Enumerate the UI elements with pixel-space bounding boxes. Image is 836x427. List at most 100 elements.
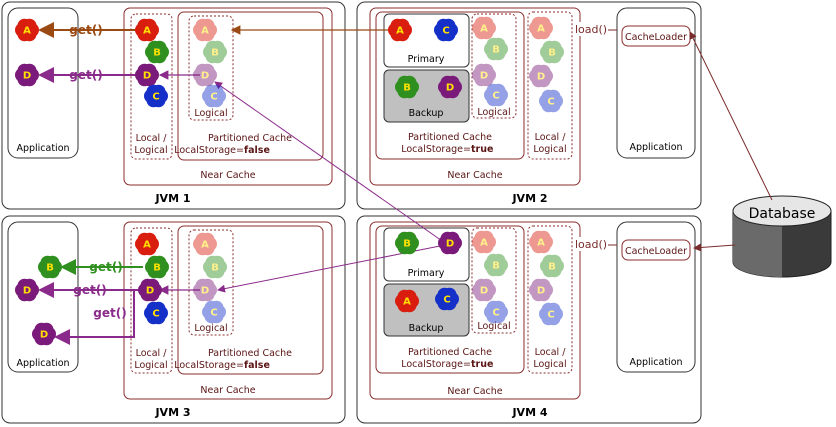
jvm4-local-entry-d-letter: D [537, 286, 545, 297]
jvm3-local-entry-b-letter: B [153, 263, 161, 274]
jvm-4-near-cache-box [369, 221, 581, 400]
jvm3-app-entry-d2: D [32, 322, 56, 346]
jvm1-logical-entry-d-letter: D [201, 71, 209, 82]
database-label: Database [749, 206, 816, 222]
jvm2-primary-entry-c: C [434, 18, 458, 42]
jvm2-backup-entry-d-letter: D [446, 83, 454, 94]
jvm4-primary-entry-d-letter: D [446, 239, 454, 250]
jvm4-logical-entry-d: D [472, 278, 496, 302]
jvm2-logical-entry-c-letter: C [492, 91, 499, 102]
jvm4-primary-entry-b-letter: B [403, 239, 411, 250]
jvm3-local-entry-d-letter: D [146, 286, 154, 297]
jvm3-local-entry-a: A [135, 232, 159, 256]
jvm1-local-entry-d: D [135, 63, 159, 87]
jvm-3-local-label-2: Logical [134, 360, 167, 371]
jvm4-backup-entry-a: A [395, 289, 419, 313]
jvm-3-local-label-1: Local / [136, 348, 168, 359]
jvm-1-local-box [130, 13, 173, 160]
jvm-2-partitioned-label-2: LocalStorage= [401, 144, 471, 155]
jvm4-logical-entry-c: C [484, 300, 508, 324]
jvm-3-partitioned-flag: false [244, 360, 270, 371]
jvm3-app-entry-b-letter: B [46, 263, 54, 274]
jvm-3-logical-label: Logical [194, 323, 227, 334]
jvm3-logical-entry-b: B [203, 255, 227, 279]
jvm3-logical-entry-b-letter: B [211, 263, 219, 274]
jvm-1-application-label: Application [16, 143, 69, 154]
jvm4-local-entry-a-letter: A [537, 238, 545, 249]
jvm-4-partitioned-box [375, 225, 525, 374]
jvm3-get-label-d: get() [73, 283, 106, 297]
jvm-4-local-box [527, 225, 573, 374]
jvm4-backup-entry-c-letter: C [443, 295, 450, 306]
jvm-3: JVM 3 Application Near Cache Local / Log… [1, 215, 346, 424]
jvm-2-near-cache-label: Near Cache [447, 170, 502, 181]
jvm-3-local-box [130, 227, 173, 374]
jvm2-local-entry-b-letter: B [548, 48, 556, 59]
jvm4-local-entry-d: D [529, 278, 553, 302]
jvm3-logical-entry-a-letter: A [201, 240, 209, 251]
jvm4-logical-entry-a-letter: A [480, 238, 488, 249]
jvm-4-logical-box [471, 227, 517, 334]
jvm2-logical-entry-b: B [484, 37, 508, 61]
database-cylinder: Database [732, 195, 832, 278]
jvm-4-partitioned-flag: true [471, 359, 493, 370]
jvm1-app-entry-a: A [15, 18, 39, 42]
jvm3-local-entry-b: B [145, 255, 169, 279]
jvm-4: JVM 4 Near Cache Primary Backup Logical … [356, 215, 702, 424]
jvm4-local-entry-a: A [529, 230, 553, 254]
jvm-1-near-cache-box [123, 7, 333, 186]
jvm1-logical-entry-b-letter: B [211, 48, 219, 59]
jvm1-local-entry-c-letter: C [152, 92, 159, 103]
jvm3-logical-entry-d: D [193, 278, 217, 302]
jvm4-local-entry-c: C [539, 302, 563, 326]
jvm1-logical-entry-a: A [193, 18, 217, 42]
jvm4-local-entry-c-letter: C [547, 310, 554, 321]
jvm-2-near-cache-box [369, 7, 581, 186]
jvm3-local-entry-d: D [138, 278, 162, 302]
jvm2-local-entry-d-letter: D [537, 72, 545, 83]
jvm4-backup-entry-c: C [435, 287, 459, 311]
jvm1-logical-entry-c-letter: C [210, 92, 217, 103]
jvm4-primary-entry-b: B [395, 231, 419, 255]
jvm-1-local-label-1: Local / [136, 133, 168, 144]
jvm1-app-entry-d: D [15, 63, 39, 87]
jvm-3-partitioned-label-2: LocalStorage= [174, 360, 244, 371]
jvm-3-partitioned-label-1: Partitioned Cache [208, 348, 292, 359]
jvm2-local-entry-b: B [540, 40, 564, 64]
jvm2-logical-entry-b-letter: B [492, 45, 500, 56]
jvm2-local-entry-c-letter: C [547, 97, 554, 108]
jvm-4-partitioned-label-1: Partitioned Cache [408, 347, 492, 358]
jvm-4-primary-label: Primary [408, 268, 445, 279]
jvm2-primary-entry-a: A [388, 18, 412, 42]
db-to-jvm4-loader [693, 243, 736, 252]
jvm-4-backup-label: Backup [409, 323, 444, 334]
jvm2-logical-entry-a: A [472, 16, 496, 40]
jvm-1-local-label-2: Logical [134, 145, 167, 156]
jvm4-local-entry-b: B [540, 254, 564, 278]
jvm1-local-entry-b: B [145, 40, 169, 64]
jvm1-local-entry-a-letter: A [143, 26, 151, 37]
jvm-1-partitioned-flag: false [244, 145, 270, 156]
jvm-3-application-label: Application [16, 358, 69, 369]
jvm-4-local-label-1: Local / [535, 347, 567, 358]
jvm1-logical-entry-d: D [193, 63, 217, 87]
jvm-1-near-cache-label: Near Cache [200, 170, 255, 181]
jvm3-logical-entry-c-letter: C [210, 308, 217, 319]
jvm-4-cacheloader-box [621, 239, 691, 261]
jvm3-logical-entry-a: A [193, 232, 217, 256]
jvm2-backup-entry-d: D [438, 75, 462, 99]
jvm-3-near-cache-label: Near Cache [200, 385, 255, 396]
jvm-4-application-label: Application [629, 357, 682, 368]
jvm1-app-entry-a-letter: A [23, 26, 31, 37]
jvm2-local-entry-a-letter: A [537, 24, 545, 35]
jvm-2-cacheloader-label: CacheLoader [625, 32, 687, 43]
jvm-1-partitioned-label-2: LocalStorage= [174, 145, 244, 156]
jvm-2-logical-box [471, 13, 517, 119]
jvm-1-title: JVM 1 [154, 192, 190, 205]
jvm1-get-label-d: get() [69, 68, 102, 82]
jvm-1-logical-box [188, 15, 234, 121]
jvm4-backup-entry-a-letter: A [403, 297, 411, 308]
jvm2-primary-entry-a-letter: A [396, 26, 404, 37]
jvm3-app-entry-d-letter: D [23, 286, 31, 297]
